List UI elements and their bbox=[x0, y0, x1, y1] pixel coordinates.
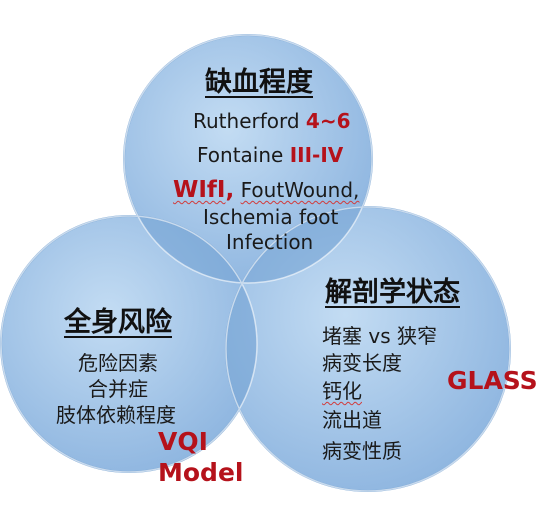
right-item-4: 流出道 bbox=[322, 408, 382, 432]
right-item-1: 堵塞 vs 狭窄 bbox=[322, 324, 437, 348]
right-item-3: 钙化 bbox=[322, 379, 362, 403]
left-item-3: 肢体依赖程度 bbox=[56, 403, 176, 427]
ischemia-degree-title: 缺血程度 bbox=[205, 67, 313, 98]
rutherford-label: Rutherford bbox=[193, 109, 300, 133]
rutherford-line: Rutherford 4~6 bbox=[193, 109, 351, 133]
left-item-2: 合并症 bbox=[88, 377, 148, 401]
wifi-line: WIfI, FoutWound, bbox=[173, 177, 359, 203]
fontaine-label: Fontaine bbox=[197, 143, 284, 167]
model-label: Model bbox=[158, 458, 244, 487]
fontaine-line: Fontaine III-IV bbox=[197, 143, 343, 167]
right-item-5: 病变性质 bbox=[322, 439, 402, 463]
right-item-2: 病变长度 bbox=[322, 351, 402, 375]
vqi-label: VQI bbox=[158, 427, 208, 456]
glass-label: GLASS bbox=[447, 366, 538, 395]
left-item-1: 危险因素 bbox=[78, 351, 158, 375]
wifi-rest: FoutWound, bbox=[240, 178, 360, 202]
fontaine-value: III-IV bbox=[289, 143, 344, 167]
ischemia-foot-line: Ischemia foot bbox=[203, 205, 339, 229]
rutherford-value: 4~6 bbox=[305, 109, 351, 133]
wifi-separator: , bbox=[225, 177, 235, 203]
wifi-name: WIfI bbox=[173, 177, 226, 203]
systemic-risk-title: 全身风险 bbox=[64, 307, 172, 338]
infection-line: Infection bbox=[226, 230, 314, 254]
anatomical-status-title: 解剖学状态 bbox=[325, 277, 460, 308]
